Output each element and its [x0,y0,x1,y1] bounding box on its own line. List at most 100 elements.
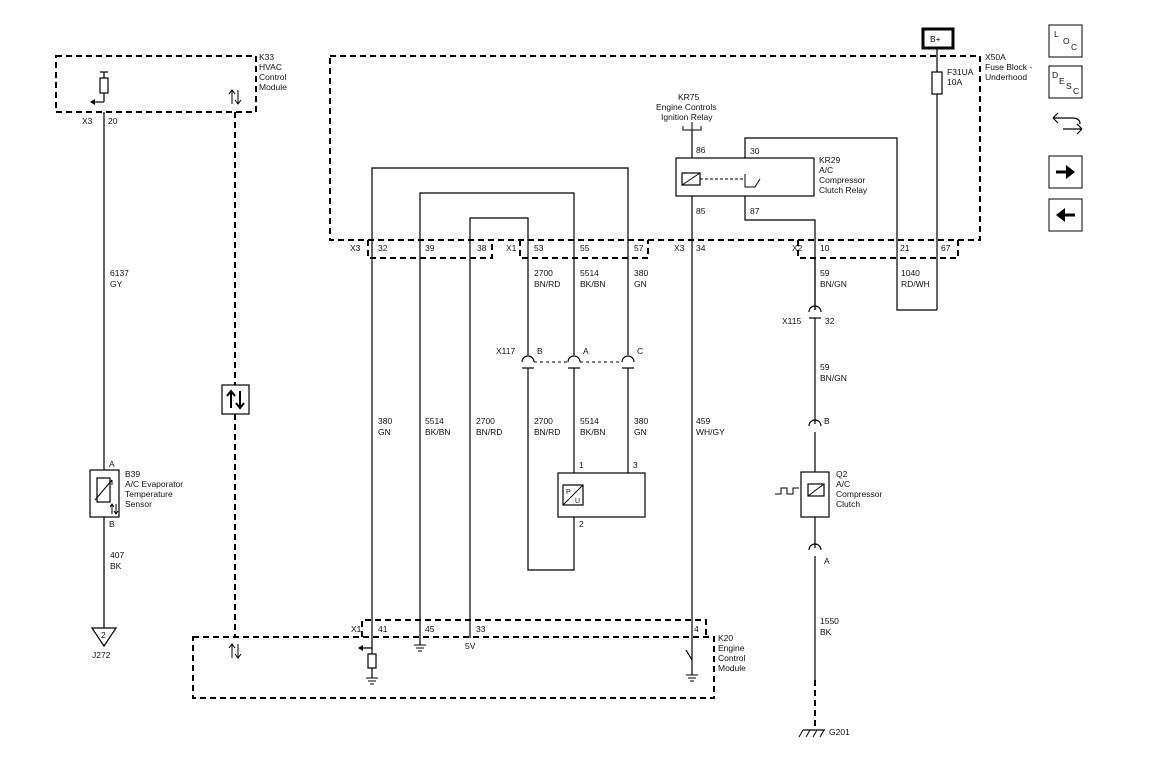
kr75-pin-85: 85 [696,206,706,216]
x50a-label-1: Fuse Block - [985,62,1032,72]
wire-1550-color: BK [820,627,832,637]
next-page-button[interactable] [1048,155,1083,189]
sensor-u-glyph: U [575,498,580,505]
wire-1550-circuit: 1550 [820,616,839,626]
battery-positive[interactable]: B+ [921,27,955,50]
wire-2700a-circuit: 2700 [534,268,553,278]
loc-letter-l: L [1054,29,1059,39]
k20-connector-x1: X1 [351,624,362,634]
k33-id: K33 [259,52,274,62]
wire-5514a-color: BK/BN [580,279,606,289]
q2-label-2: Compressor [836,489,882,499]
j272-label: J272 [92,650,111,660]
k20-pin-4: 4 [694,624,699,634]
k33-label-2: Control [259,72,287,82]
sensor-pin-1: 1 [579,460,584,470]
b39-label-1: A/C Evaporator [125,479,183,489]
k20-engine-control-module: K20 Engine Control Module X1 41 45 33 4 … [192,619,746,699]
x115-pin-32: 32 [825,316,835,326]
x117-pin-c: C [637,346,643,356]
x2-pin-21: 21 [900,243,910,253]
description-button[interactable]: D E S C [1048,65,1083,99]
q2-pin-b: B [824,416,830,426]
sensor-p-glyph: P [566,489,571,496]
b39-pin-a: A [109,459,115,469]
kr75-id: KR75 [678,92,700,102]
x117-pin-a: A [583,346,589,356]
x2-pin-10: 10 [820,243,830,253]
kr29-pin-87: 87 [750,206,760,216]
wire-2700-lower[interactable] [527,368,575,571]
loc-letter-o: O [1063,36,1070,46]
b39-label-2: Temperature [125,489,173,499]
wire-380a-color: GN [634,279,647,289]
x1-connector-label: X1 [506,243,517,253]
wire-1040[interactable] [744,137,937,311]
desc-letter-s: S [1066,81,1072,91]
kr75-label-2: Ignition Relay [661,112,713,122]
fuse-id: F31UA [947,67,974,77]
kr75-ignition-relay[interactable]: KR75 Engine Controls Ignition Relay [656,92,716,131]
wire-59a-color: BN/GN [820,279,847,289]
wire-5514a-circuit: 5514 [580,268,599,278]
previous-page-button[interactable] [1048,198,1083,232]
wire-380a-circuit: 380 [634,268,648,278]
q2-label-3: Clutch [836,499,860,509]
wire-5514b-circuit: 5514 [425,416,444,426]
j272-pin: 2 [101,630,106,640]
q2-pin-a: A [824,556,830,566]
x50a-fuse-block: X50A Fuse Block - Underhood [329,52,1032,241]
x50a-label-2: Underhood [985,72,1027,82]
b39-id: B39 [125,469,140,479]
k33-hvac-module: K33 HVAC Control Module X3 20 [55,52,287,126]
wire-2700c-color: BN/RD [534,427,560,437]
k20-pin-41: 41 [378,624,388,634]
desc-letter-d: D [1052,70,1058,80]
b39-pin-b: B [109,519,115,529]
x3-connector-label: X3 [350,243,361,253]
x115-label: X115 [782,316,801,326]
j272-ground[interactable]: 2 J272 [90,627,118,660]
x3b-pin-34: 34 [696,243,706,253]
k33-label-1: HVAC [259,62,282,72]
x117-connector[interactable]: X117 B A C [496,346,643,369]
k33-pin-20: 20 [108,116,118,126]
kr29-label-3: Clutch Relay [819,185,868,195]
x117-label: X117 [496,346,515,356]
wire-59b-circuit: 59 [820,362,830,372]
kr29-pin-30: 30 [750,146,760,156]
wire-5514[interactable] [419,192,575,645]
k20-ground-symbol-1 [366,677,378,685]
q2-label-1: A/C [836,479,850,489]
kr29-label-2: Compressor [819,175,865,185]
kr29-compressor-relay[interactable]: 30 87 KR29 A/C Compressor Clutch Relay 8… [675,146,868,216]
wire-380[interactable] [371,167,629,640]
kr29-id: KR29 [819,155,841,165]
x2-pin-67: 67 [941,243,951,253]
x115-connector[interactable]: X115 32 [782,305,835,326]
k33-connector: X3 [82,116,93,126]
k20-ground-symbol-3 [686,674,698,682]
wire-59b-color: BN/GN [820,373,847,383]
pressure-sensor[interactable]: P U 1 2 3 [557,460,646,529]
location-button[interactable]: L O C [1048,24,1083,58]
sensor-pin-2: 2 [579,519,584,529]
q2-compressor-clutch[interactable]: Q2 A/C Compressor Clutch [775,469,882,518]
wire-2700b-color: BN/RD [476,427,502,437]
wire-6137-circuit: 6137 [110,268,129,278]
wire-2700[interactable] [469,217,529,638]
wire-380c-circuit: 380 [634,416,648,426]
desc-letter-e: E [1059,76,1065,86]
sensor-pin-3: 3 [633,460,638,470]
x1-pin-53: 53 [534,243,544,253]
g201-ground[interactable]: G201 [798,727,850,738]
wire-5514c-circuit: 5514 [580,416,599,426]
k20-label-2: Control [718,653,746,663]
connector-view-icon[interactable] [1052,112,1083,135]
x3-pin-32: 32 [378,243,388,253]
wire-59a-circuit: 59 [820,268,830,278]
k20-label-3: Module [718,663,746,673]
wire-2700c-circuit: 2700 [534,416,553,426]
fuse-f31ua[interactable]: F31UA 10A [931,67,974,95]
